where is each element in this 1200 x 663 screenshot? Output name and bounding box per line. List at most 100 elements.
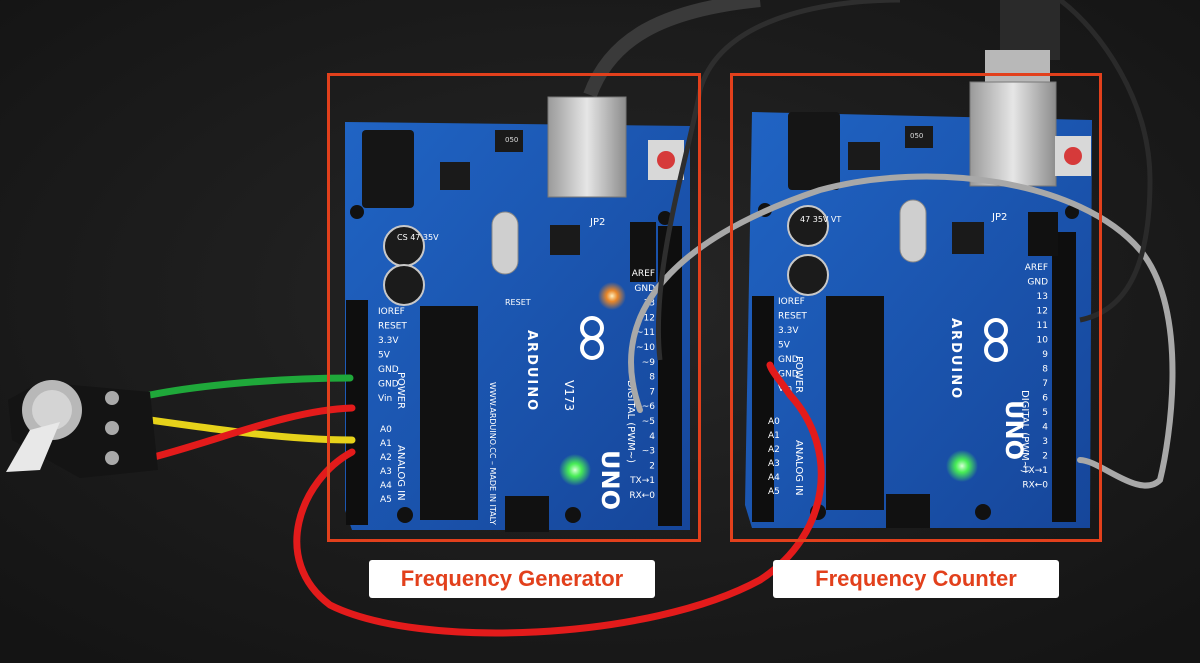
crystal (491, 211, 519, 275)
arduino-logo (984, 318, 1008, 362)
usb-b-connector (547, 96, 627, 198)
pot-terminal (105, 391, 119, 405)
pin-label: GND (1027, 278, 1048, 288)
pin-label: A1 (380, 439, 392, 449)
pin-label: 7 (1042, 379, 1048, 389)
pin-label: 12 (644, 313, 655, 323)
pin-label: 10 (1037, 336, 1049, 346)
icsp-header (505, 496, 549, 532)
crystal (899, 199, 927, 263)
digital-header-label: DIGITAL (PWM~) (1019, 390, 1030, 473)
model-text: UNO (1000, 400, 1028, 460)
arduino-logo (580, 316, 604, 360)
dc-jack (362, 130, 414, 208)
reset-label: RESET (505, 298, 531, 307)
pin-label: ~9 (642, 358, 656, 368)
regulator-chip (905, 126, 933, 148)
power-analog-header (346, 300, 368, 525)
label-frequency-generator: Frequency Generator (369, 560, 655, 598)
mount-hole (975, 504, 991, 520)
pin-label: A5 (768, 487, 780, 497)
usb-chip (952, 222, 984, 254)
atmega-chip (420, 306, 478, 520)
pin-label: 2 (649, 461, 655, 471)
usb-plug-metal (985, 50, 1050, 85)
frame-frequency-counter (730, 73, 1102, 542)
pot-terminal (105, 421, 119, 435)
reset-button-cap (1064, 147, 1082, 165)
mount-hole (565, 507, 581, 523)
pin-label: TX→1 (629, 476, 655, 486)
pin-label: RX←0 (1022, 481, 1048, 491)
pin-label: A4 (768, 473, 780, 483)
pin-label: ~5 (642, 417, 655, 427)
mount-hole (350, 205, 364, 219)
pin-label: ~6 (642, 402, 656, 412)
usb-chip (550, 225, 580, 255)
jp2-header (1028, 212, 1058, 256)
pin-label: GND (378, 380, 399, 390)
pin-label: ~10 (636, 343, 655, 353)
pin-label: A2 (768, 445, 780, 455)
pin-label: 12 (1037, 307, 1048, 317)
pin-label: 4 (649, 432, 655, 442)
generator-board-text: ARDUINO UNO V173 WWW.ARDUINO.CC – MADE I… (395, 136, 636, 525)
potentiometer (6, 380, 158, 478)
pin-label: 4 (1042, 423, 1048, 433)
regulator-chip (848, 142, 880, 170)
arduino-board-generator (345, 96, 690, 532)
pin-label: A3 (380, 467, 392, 477)
capacitor (787, 254, 829, 296)
digital-header-label: DIGITAL (PWM~) (625, 380, 636, 463)
regulator-chip (495, 130, 523, 152)
reset-button-cap (657, 151, 675, 169)
capacitor (787, 205, 829, 247)
pin-label: 8 (649, 373, 655, 383)
arduino-board-counter (745, 81, 1092, 528)
brand-text: ARDUINO (948, 318, 963, 400)
website-text: WWW.ARDUINO.CC – MADE IN ITALY (488, 382, 497, 525)
pin-label: ~3 (642, 447, 655, 457)
led-on-green (946, 450, 978, 482)
wire-green (146, 374, 354, 399)
label-frequency-counter: Frequency Counter (773, 560, 1059, 598)
jumper-label: JP2 (991, 212, 1007, 223)
pin-label: A0 (380, 425, 392, 435)
pin-label: IOREF (378, 307, 405, 317)
pin-label: A4 (380, 481, 392, 491)
pin-label: A0 (768, 417, 780, 427)
pot-shaft (6, 422, 60, 472)
pin-label: Vin (378, 394, 392, 404)
pin-label: 6 (1042, 394, 1048, 404)
led-l-orange (598, 282, 626, 310)
usb-b-connector (969, 81, 1057, 187)
regulator-chip (440, 162, 470, 190)
dc-jack (788, 112, 840, 190)
pin-label: 11 (1037, 321, 1048, 331)
pin-label: AREF (1025, 263, 1048, 273)
wire-gray (628, 173, 1176, 489)
pin-label: 9 (1042, 350, 1048, 360)
power-header-label: POWER (395, 372, 406, 409)
pin-label: 5 (1042, 408, 1048, 418)
jp2-header (630, 222, 656, 282)
usb-plug-right (1000, 0, 1060, 60)
pot-nut (32, 390, 72, 430)
pin-label: ~11 (636, 328, 655, 338)
capacitor-label: 47 35V VT (800, 215, 841, 224)
pin-label: 3 (1042, 437, 1048, 447)
pin-label: GND (778, 370, 799, 380)
power-header-label: POWER (793, 356, 804, 393)
digital-header (1052, 232, 1076, 522)
regulator-label: 050 (910, 132, 923, 140)
regulator-label: 050 (505, 136, 518, 144)
pin-label: 5V (778, 341, 791, 351)
frame-frequency-generator (327, 73, 701, 542)
pot-terminal (105, 451, 119, 465)
pin-label: 5V (378, 351, 391, 361)
pin-label: GND (378, 365, 399, 375)
